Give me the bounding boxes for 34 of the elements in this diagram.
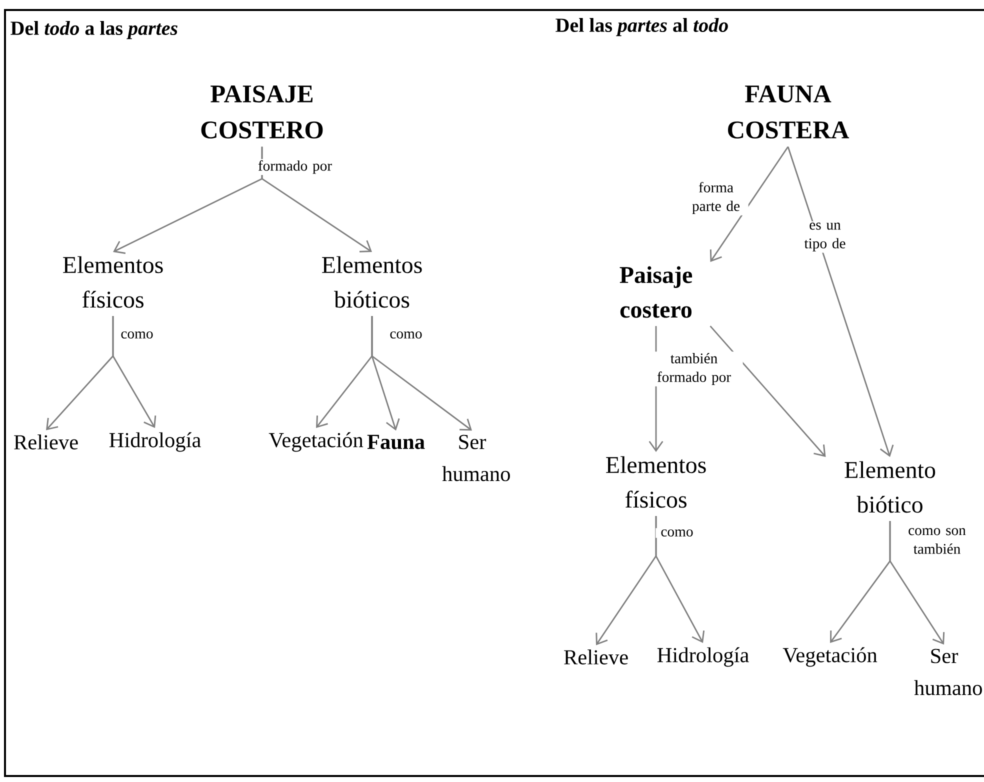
edge-label: es un tipo de bbox=[798, 221, 852, 253]
concept-text: Relieve bbox=[14, 434, 78, 450]
concept-text: PAISAJE COSTERO bbox=[201, 86, 323, 139]
section-heading: Del las partes al todo bbox=[556, 18, 728, 36]
concept-text: Hidrología bbox=[657, 647, 749, 667]
concept-text: Paisaje costero bbox=[620, 266, 692, 318]
arrow bbox=[889, 521, 945, 645]
concept-text: Vegetación bbox=[268, 432, 364, 452]
edge-label: como bbox=[656, 528, 698, 538]
concept-text: Ser humano bbox=[442, 434, 510, 482]
arrow bbox=[787, 146, 894, 457]
concept-text: Vegetación bbox=[782, 647, 878, 667]
arrow bbox=[710, 326, 826, 457]
edge-label: como son también bbox=[900, 526, 974, 556]
concept-text: Ser humano bbox=[914, 648, 982, 696]
arrow bbox=[261, 146, 372, 252]
concept-text: FAUNA COSTERA bbox=[728, 86, 850, 138]
edge-label: como bbox=[116, 330, 158, 340]
edge-label: forma parte de bbox=[684, 180, 748, 216]
arrow bbox=[112, 316, 156, 428]
arrow bbox=[710, 146, 789, 262]
edge-label: también formado por bbox=[645, 352, 743, 386]
concept-text: Elemento biótico bbox=[844, 461, 936, 513]
concept-text: Elementos bióticos bbox=[322, 256, 422, 308]
concept-text: Hidrología bbox=[109, 432, 201, 452]
section-heading: Del todo a las partes bbox=[10, 20, 178, 40]
concept-text: Elementos físicos bbox=[63, 256, 163, 308]
arrow bbox=[655, 516, 705, 644]
concept-text: Relieve bbox=[564, 650, 628, 665]
arrow bbox=[371, 316, 472, 431]
edge-label: formado por bbox=[254, 158, 336, 176]
concept-text: Fauna bbox=[367, 434, 425, 450]
edge-label: como bbox=[384, 330, 428, 340]
concept-text: Elementos físicos bbox=[606, 456, 706, 508]
